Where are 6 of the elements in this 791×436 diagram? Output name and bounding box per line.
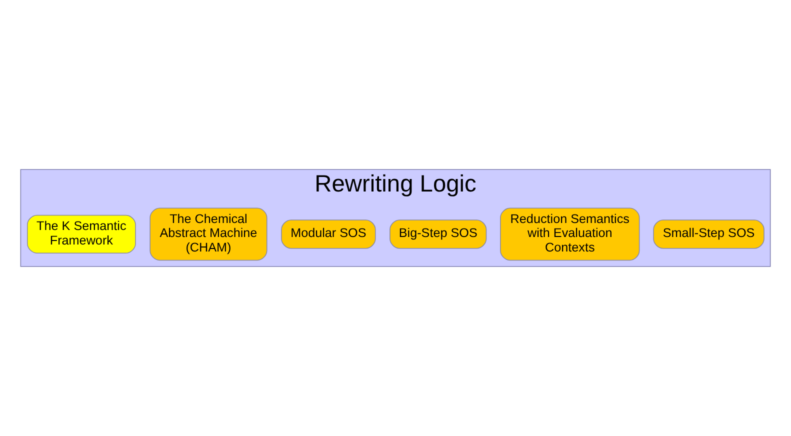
node-box: Small-Step SOS <box>653 220 764 249</box>
node-box: Big-Step SOS <box>390 220 487 249</box>
node-box: The K Semantic Framework <box>26 214 136 254</box>
node-box: Modular SOS <box>281 220 376 249</box>
node-box: The Chemical Abstract Machine (CHAM) <box>150 208 268 261</box>
node-box: Reduction Semantics with Evaluation Contexts <box>500 208 640 261</box>
